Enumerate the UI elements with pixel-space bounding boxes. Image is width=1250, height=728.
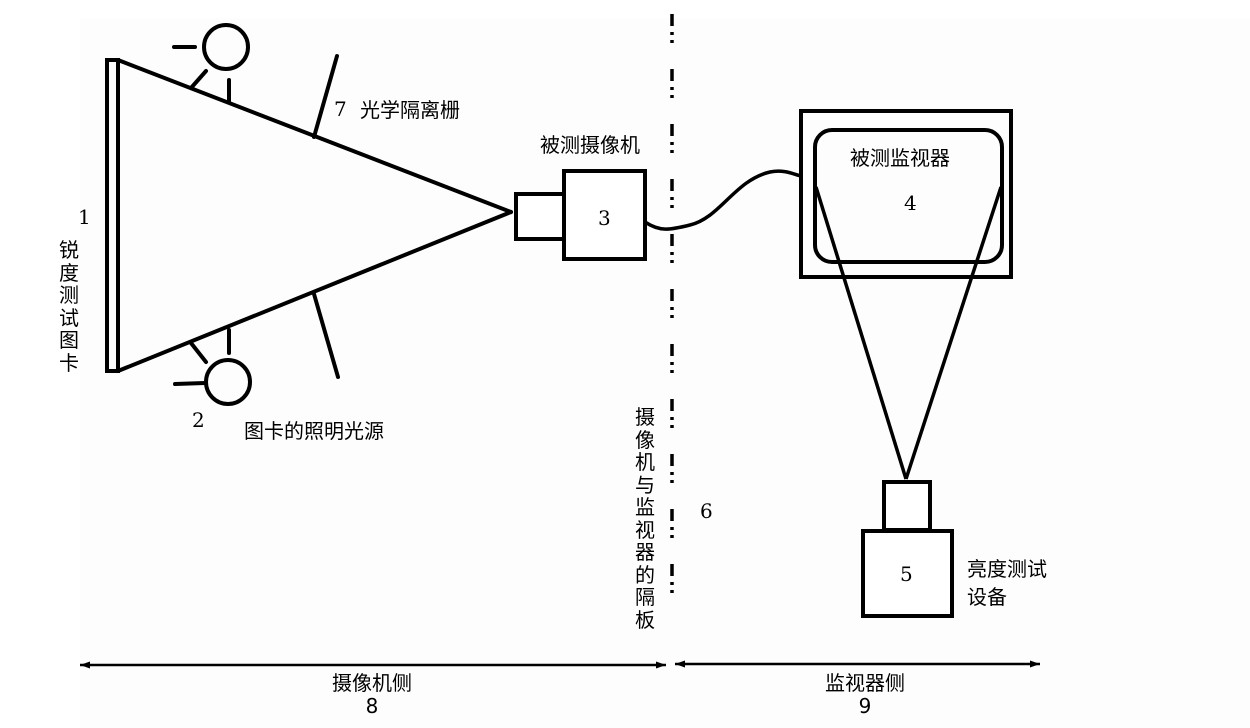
monitor-side-number: 9 xyxy=(858,694,872,718)
upper-light-source-icon xyxy=(172,23,250,103)
measurement-cone-right xyxy=(904,186,1003,480)
test-chart-label: 锐度测试图卡 xyxy=(59,238,79,375)
luminance-meter-number: 5 xyxy=(900,562,913,586)
light-source-label: 图卡的照明光源 xyxy=(244,419,384,443)
luminance-meter-label-line1: 亮度测试 xyxy=(967,557,1047,581)
diagram-background xyxy=(80,18,1250,728)
partition-number: 6 xyxy=(700,499,713,523)
lower-light-source-icon xyxy=(173,328,252,406)
test-chart-card xyxy=(105,58,120,373)
light-source-number: 2 xyxy=(192,408,205,432)
test-chart-number: 1 xyxy=(78,205,91,229)
camera-side-number: 8 xyxy=(365,694,379,718)
partition-label: 摄像机与监视器的隔板 xyxy=(635,405,655,632)
lower-optical-baffle xyxy=(312,292,340,379)
monitor-number: 4 xyxy=(904,191,917,215)
video-cable xyxy=(644,169,802,231)
camera-icon xyxy=(514,169,647,261)
upper-optical-baffle xyxy=(312,54,339,139)
camera-label: 被测摄像机 xyxy=(540,133,640,157)
monitor-side-label: 监视器侧 xyxy=(825,671,905,695)
optical-baffle-number: 7 xyxy=(334,97,347,121)
monitor-label: 被测监视器 xyxy=(850,146,950,170)
monitor-icon xyxy=(799,109,1013,279)
camera-number: 3 xyxy=(598,206,611,230)
luminance-meter-label-line2: 设备 xyxy=(967,585,1007,609)
measurement-cone-left xyxy=(814,186,908,480)
fov-lower-line xyxy=(116,210,513,373)
optical-baffle-label: 光学隔离栅 xyxy=(360,98,460,122)
camera-side-label: 摄像机侧 xyxy=(332,671,412,695)
luminance-meter-icon xyxy=(861,480,954,618)
